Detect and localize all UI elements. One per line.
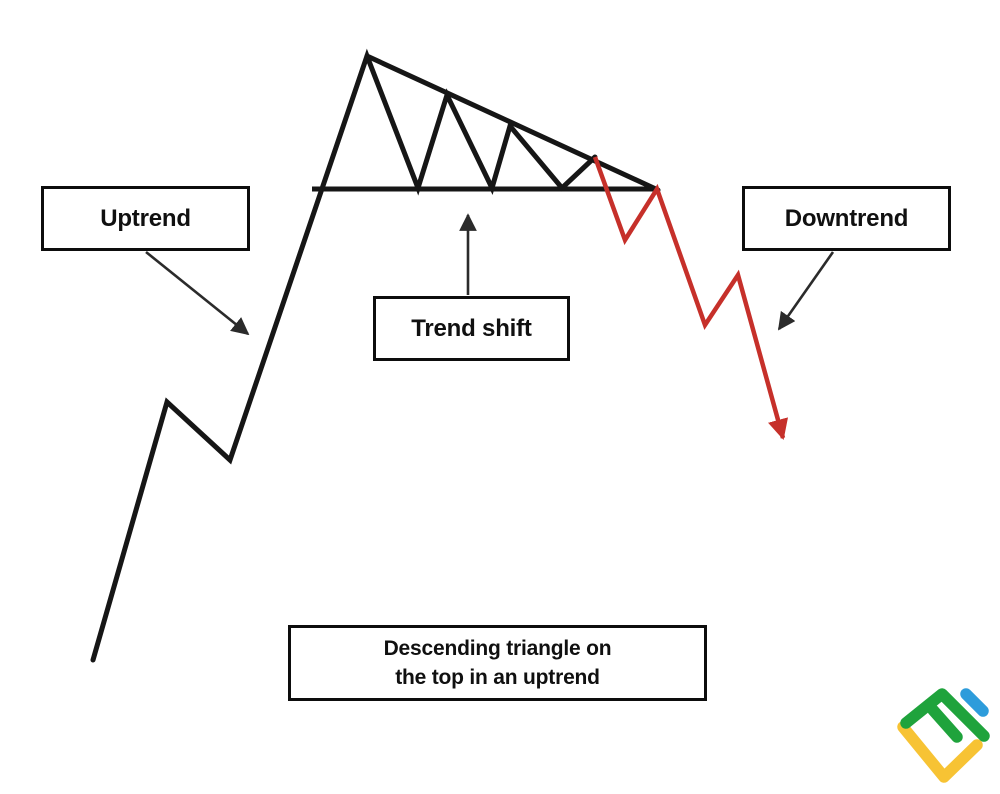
logo-blue-stroke: [960, 688, 989, 717]
uptrend-label: Uptrend: [100, 204, 191, 232]
logo-green-chevron-stroke: [900, 688, 990, 742]
downtrend-label-box: Downtrend: [742, 186, 951, 251]
caption-line-2: the top in an uptrend: [395, 666, 600, 689]
caption-line-1: Descending triangle on: [383, 637, 612, 660]
logo-yellow-stroke: [897, 721, 983, 783]
litefinance-logo-icon: [897, 688, 990, 783]
downtrend-price-line: [592, 156, 789, 440]
logo-green-inner-stroke: [927, 704, 963, 743]
uptrend-label-box: Uptrend: [41, 186, 250, 251]
uptrend-annotation-arrow: [145, 250, 250, 336]
descending-trendline: [364, 53, 661, 193]
downtrend-annotation-arrow: [777, 251, 835, 331]
trend-shift-label-box: Trend shift: [373, 296, 570, 361]
uptrend-price-line: [90, 48, 598, 663]
downtrend-label: Downtrend: [784, 204, 909, 232]
trend-shift-label: Trend shift: [411, 314, 532, 342]
caption-label-box: Descending triangle on the top in an upt…: [288, 625, 707, 701]
